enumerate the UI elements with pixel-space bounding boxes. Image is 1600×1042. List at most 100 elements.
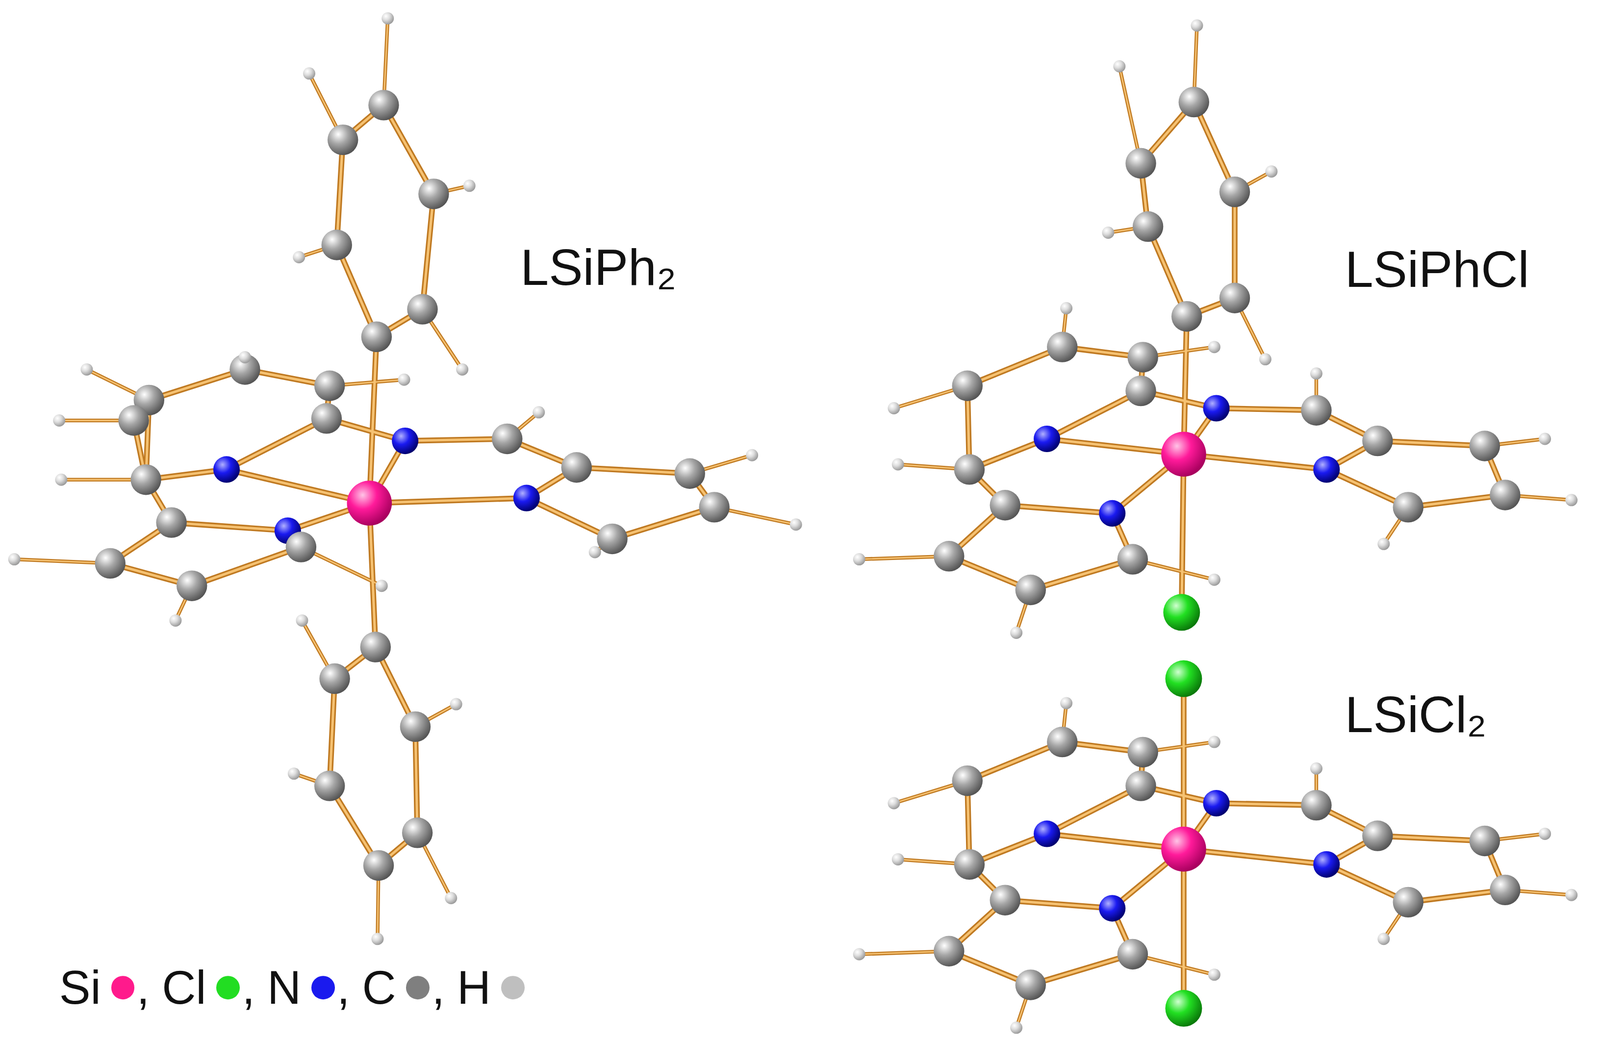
legend-text: Si	[59, 964, 102, 1012]
atom	[1117, 939, 1148, 970]
atom	[1132, 211, 1164, 242]
atom	[1101, 226, 1115, 239]
atom	[1165, 660, 1202, 698]
bond-highlight	[171, 522, 288, 532]
bond	[1030, 559, 1133, 590]
atom	[1362, 820, 1393, 851]
bond	[329, 678, 335, 787]
atom	[130, 464, 161, 495]
atom	[1208, 340, 1221, 354]
atom	[360, 631, 391, 662]
atom	[1125, 148, 1156, 179]
atom	[176, 570, 207, 601]
bond-highlight	[369, 498, 527, 504]
bond	[576, 467, 690, 474]
atom	[1015, 574, 1046, 606]
atom	[95, 548, 126, 579]
bond-highlight	[1377, 440, 1485, 446]
atom	[1208, 573, 1221, 586]
atom	[287, 767, 301, 780]
atom	[1565, 888, 1578, 902]
bond-highlight	[415, 726, 418, 833]
atom	[1033, 820, 1061, 847]
atom	[1202, 789, 1230, 817]
atom	[1117, 543, 1148, 575]
atom	[745, 449, 759, 462]
atom	[1377, 537, 1390, 551]
atom	[314, 770, 345, 801]
bond	[405, 438, 508, 441]
atom	[1265, 165, 1278, 178]
bond	[369, 498, 527, 504]
bond	[1030, 954, 1133, 985]
legend-text: H	[457, 964, 491, 1012]
atom	[1127, 341, 1158, 373]
atom	[418, 178, 449, 209]
atom	[450, 698, 463, 711]
atom	[311, 403, 342, 434]
compound-label: LSiPhCl	[1345, 243, 1530, 295]
bond	[1181, 454, 1184, 613]
bond-highlight	[191, 547, 302, 586]
atom	[853, 553, 866, 566]
atom	[1362, 425, 1393, 457]
atom	[295, 614, 308, 627]
atom	[954, 454, 985, 485]
atom	[933, 936, 965, 967]
atom	[1300, 789, 1332, 821]
atom	[887, 402, 900, 415]
bond-highlight	[1377, 836, 1485, 841]
bond-highlight	[422, 193, 434, 309]
atom	[1313, 851, 1340, 878]
atom	[238, 351, 252, 364]
bond	[369, 336, 377, 504]
atom	[1393, 491, 1424, 523]
atom	[1538, 432, 1551, 445]
atom	[1310, 762, 1323, 775]
atom	[363, 850, 394, 881]
bond-highlight	[1182, 678, 1185, 850]
bond-highlight	[1046, 390, 1141, 439]
atom	[1489, 479, 1521, 510]
atom	[444, 891, 458, 905]
atom	[1219, 282, 1250, 314]
atom	[406, 293, 438, 325]
atom	[1060, 697, 1073, 710]
atom	[596, 523, 628, 555]
bond-highlight	[1181, 454, 1184, 613]
atom	[52, 414, 66, 427]
atom	[1161, 431, 1207, 477]
bond-highlight	[1046, 786, 1141, 835]
atom	[118, 405, 149, 436]
atom	[1300, 394, 1332, 426]
atom	[1489, 874, 1521, 906]
legend-text: Cl	[161, 964, 206, 1012]
atom	[1565, 493, 1578, 507]
atom	[887, 796, 900, 810]
atom	[213, 456, 240, 483]
bond	[1231, 191, 1238, 298]
atom	[561, 452, 592, 483]
atom	[375, 579, 388, 592]
atom	[1113, 60, 1126, 73]
atom	[402, 817, 433, 848]
atom	[1098, 500, 1126, 527]
atom	[1127, 736, 1158, 768]
atom	[1208, 968, 1221, 981]
atom	[1191, 19, 1204, 32]
atom	[303, 67, 316, 80]
atom	[381, 12, 394, 25]
atom	[513, 484, 540, 512]
atom	[1125, 770, 1156, 801]
bond-highlight	[329, 678, 335, 787]
atom	[319, 663, 350, 694]
atom	[891, 853, 905, 866]
atom	[456, 363, 469, 376]
atom	[1033, 425, 1061, 453]
atom	[361, 321, 392, 353]
molecule-model	[8, 12, 803, 945]
atom	[1259, 353, 1272, 366]
legend-separator: ,	[241, 964, 255, 1012]
atom	[327, 124, 358, 155]
